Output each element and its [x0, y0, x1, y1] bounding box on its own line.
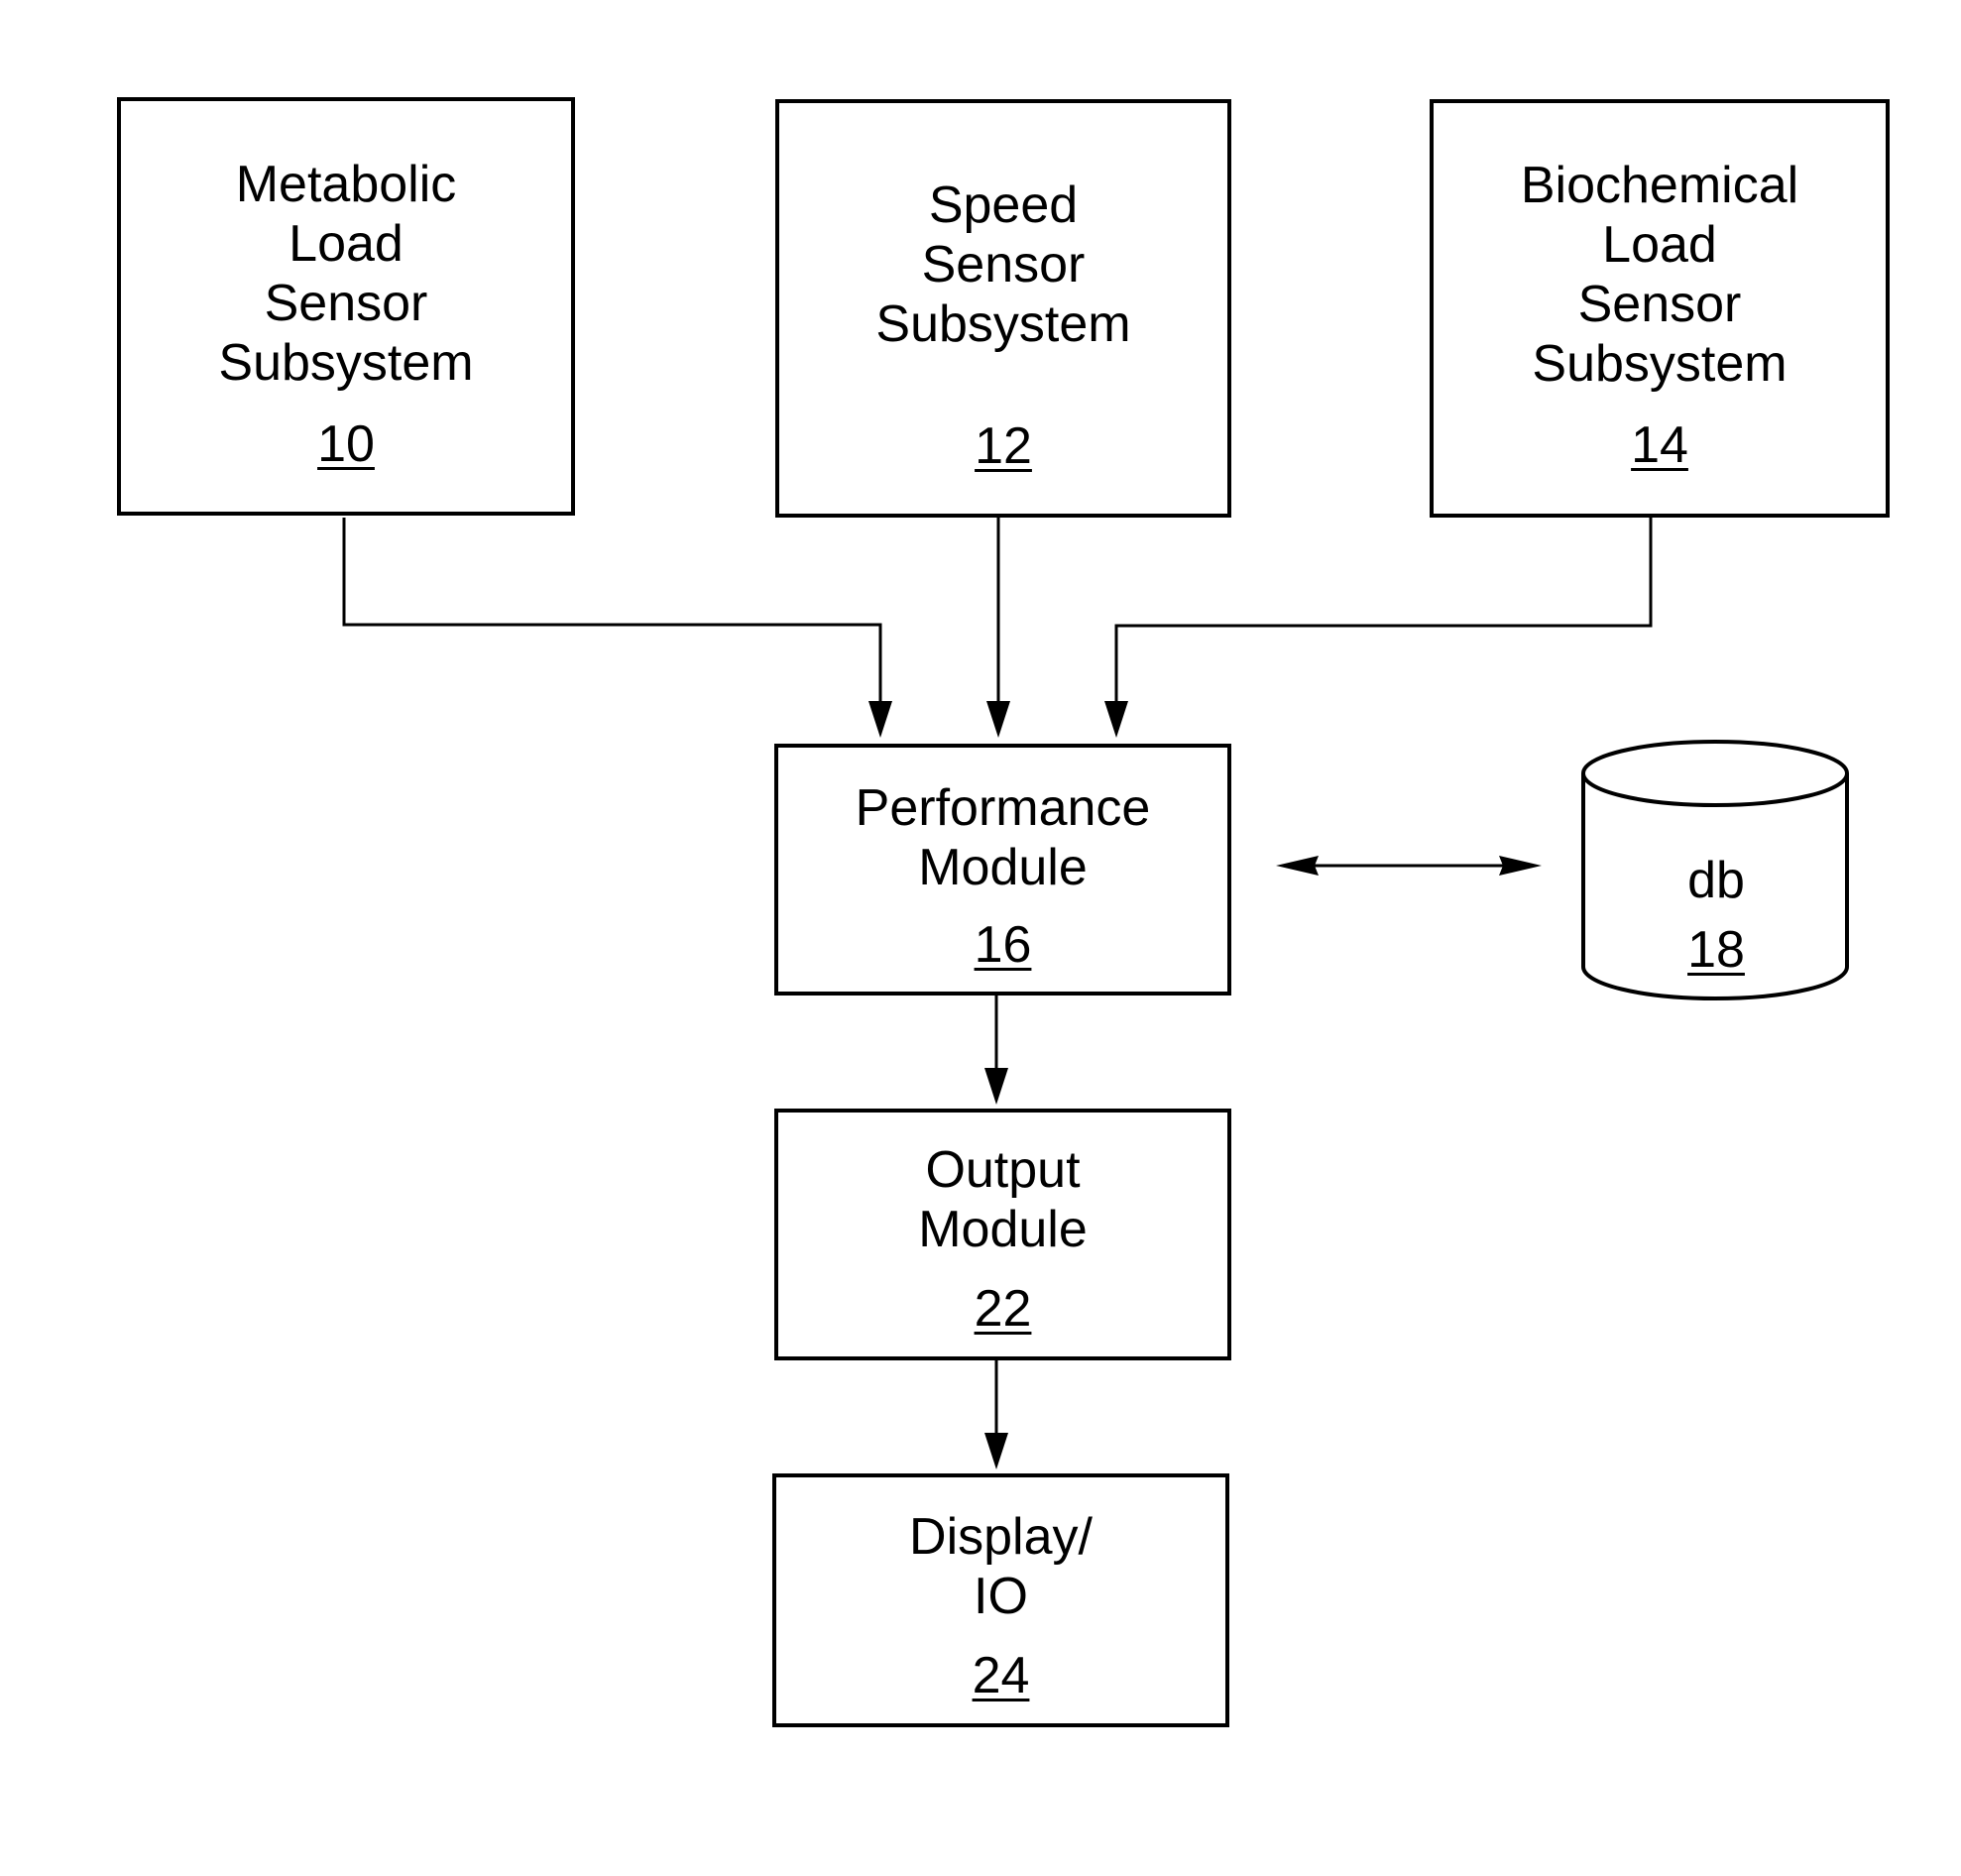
block-label: Display/ IO	[776, 1507, 1225, 1626]
block-label: Metabolic Load Sensor Subsystem	[121, 155, 571, 393]
metabolic-load-sensor-subsystem-block: Metabolic Load Sensor Subsystem 10	[117, 97, 575, 516]
block-label: Speed Sensor Subsystem	[779, 176, 1227, 354]
arrowhead-metabolic-to-performance	[868, 701, 892, 738]
block-label: Biochemical Load Sensor Subsystem	[1434, 156, 1886, 394]
speed-sensor-subsystem-block: Speed Sensor Subsystem 12	[775, 99, 1231, 518]
output-module-block: Output Module 22	[774, 1109, 1231, 1360]
reference-number: 12	[779, 416, 1227, 476]
reference-number: 22	[778, 1279, 1227, 1339]
reference-number: 16	[778, 915, 1227, 975]
reference-number: 14	[1434, 415, 1886, 475]
biochemical-load-sensor-subsystem-block: Biochemical Load Sensor Subsystem 14	[1430, 99, 1890, 518]
block-label: Output Module	[778, 1140, 1227, 1259]
arrowhead-biochemical-to-performance	[1104, 701, 1128, 738]
reference-number: 10	[121, 414, 571, 474]
connector-biochemical-to-performance	[1116, 518, 1651, 712]
db-label: db	[1583, 851, 1849, 910]
arrowhead-to-performance	[1276, 856, 1319, 876]
db-reference-number: 18	[1583, 920, 1849, 980]
reference-number: 24	[776, 1646, 1225, 1705]
arrowhead-performance-to-output	[984, 1068, 1008, 1105]
display-io-block: Display/ IO 24	[772, 1473, 1229, 1727]
arrowhead-speed-to-performance	[986, 701, 1010, 738]
connector-metabolic-to-performance	[344, 518, 880, 712]
arrowhead-output-to-display	[984, 1433, 1008, 1469]
arrowhead-to-db	[1499, 856, 1542, 876]
performance-module-block: Performance Module 16	[774, 744, 1231, 996]
block-label: Performance Module	[778, 778, 1227, 897]
